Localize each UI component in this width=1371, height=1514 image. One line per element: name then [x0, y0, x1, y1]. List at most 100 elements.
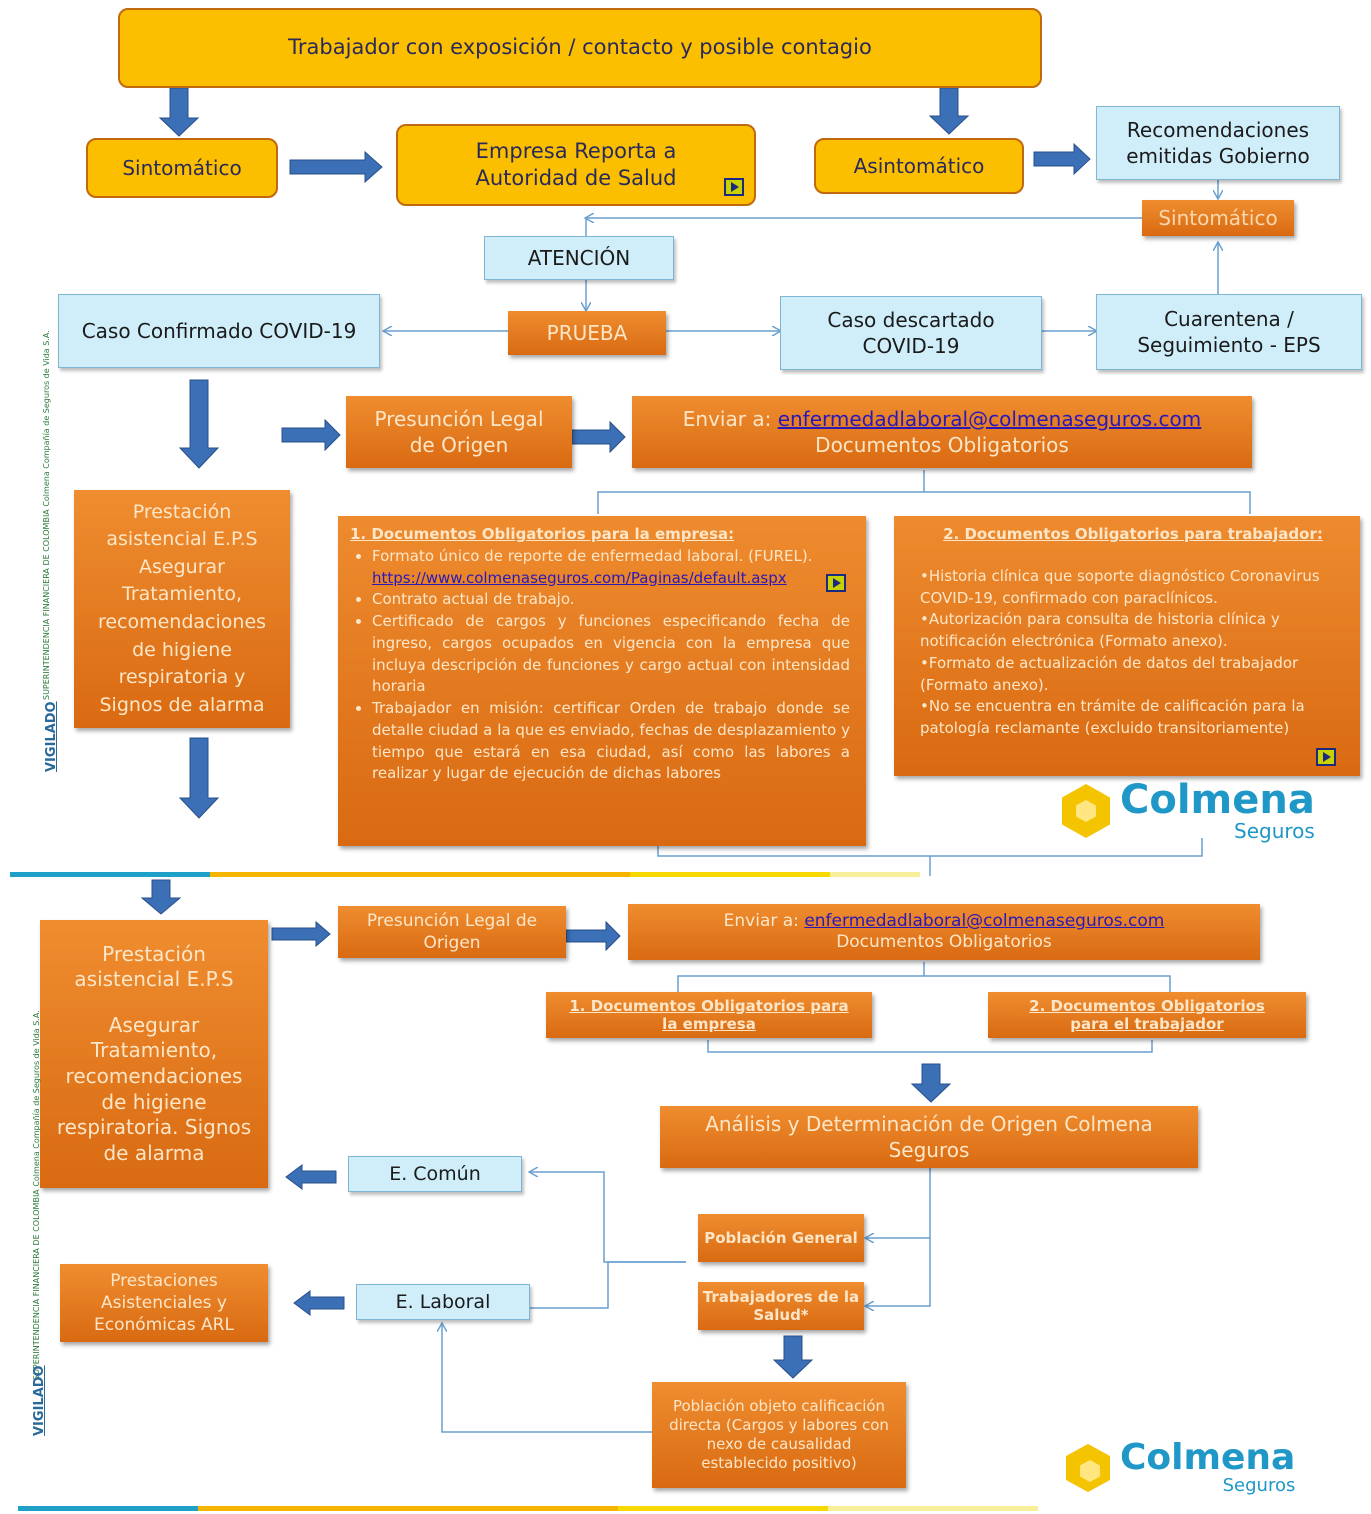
- arrow-down-icon: [928, 87, 970, 135]
- enviar-bottom-node: Enviar a: enfermedadlaboral@colmenasegur…: [628, 904, 1260, 960]
- prestaciones-arl-label: Prestaciones Asistenciales y Económicas …: [94, 1270, 234, 1336]
- list-item: •Autorización para consulta de historia …: [920, 610, 1280, 650]
- arrow-down-icon: [772, 1335, 814, 1379]
- docs-empresa-bottom-label: 1. Documentos Obligatorios para la empre…: [569, 997, 849, 1033]
- empresa-reporta-node: Empresa Reporta a Autoridad de Salud: [396, 124, 756, 206]
- prestacion-node: Prestación asistencial E.P.S Asegurar Tr…: [74, 490, 290, 728]
- prueba-node: PRUEBA: [508, 311, 666, 355]
- list-item: Formato único de reporte de enfermedad l…: [372, 546, 850, 590]
- logo-name: Colmena: [1120, 777, 1315, 823]
- list-item: •Formato de actualización de datos del t…: [920, 653, 1299, 694]
- asintomatico-node: Asintomático: [814, 138, 1024, 194]
- presuncion-bottom-label: Presunción Legal de Origen: [366, 910, 538, 953]
- arrow-down-icon: [178, 737, 220, 819]
- vigilado-label-bottom: VIGILADO: [32, 1365, 47, 1436]
- cuarentena-node: Cuarentena / Seguimiento - EPS: [1096, 294, 1362, 370]
- prestacion-bottom-title: Prestación asistencial E.P.S: [74, 941, 234, 992]
- side-legal-text-bottom: SUPERINTENDENCIA FINANCIERA DE COLOMBIA …: [32, 1010, 41, 1380]
- analisis-label: Análisis y Determinación de Origen Colme…: [705, 1112, 1153, 1162]
- poblacion-objeto-label: Población objeto calificación directa (C…: [669, 1396, 889, 1473]
- trabajador-docs-panel: 2. Documentos Obligatorios para trabajad…: [894, 516, 1360, 776]
- list-item: •Historia clínica que soporte diagnóstic…: [920, 566, 1320, 607]
- prestacion-bottom-node: Prestación asistencial E.P.S Asegurar Tr…: [40, 920, 268, 1188]
- arrow-down-icon: [158, 87, 200, 137]
- poblacion-objeto-node: Población objeto calificación directa (C…: [652, 1382, 906, 1488]
- poblacion-general-node: Población General: [698, 1214, 864, 1262]
- play-link-icon[interactable]: [724, 178, 744, 196]
- play-link-icon[interactable]: [826, 574, 846, 592]
- recomendaciones-label: Recomendaciones emitidas Gobierno: [1126, 118, 1310, 168]
- colmena-logo-bottom: Colmena Seguros: [1066, 1440, 1295, 1496]
- prestaciones-arl-node: Prestaciones Asistenciales y Económicas …: [60, 1264, 268, 1342]
- empresa-reporta-label: Empresa Reporta a Autoridad de Salud: [475, 138, 677, 190]
- trabajador-docs-title: 2. Documentos Obligatorios para trabajad…: [943, 525, 1323, 543]
- play-link-icon[interactable]: [1316, 748, 1336, 766]
- trabajadores-salud-node: Trabajadores de la Salud*: [698, 1282, 864, 1330]
- empresa-docs-title: 1. Documentos Obligatorios para la empre…: [350, 525, 735, 543]
- presuncion-bottom-node: Presunción Legal de Origen: [338, 906, 566, 958]
- docs-trabajador-bottom-label: 2. Documentos Obligatorios para el traba…: [1029, 997, 1265, 1033]
- arrow-left-icon: [285, 1164, 337, 1190]
- arrow-right-icon: [289, 150, 383, 184]
- side-legal-text: SUPERINTENDENCIA FINANCIERA DE COLOMBIA …: [42, 330, 51, 700]
- enviar-prefix: Enviar a:: [682, 407, 778, 431]
- docs-trabajador-bottom-node: 2. Documentos Obligatorios para el traba…: [988, 992, 1306, 1038]
- recomendaciones-node: Recomendaciones emitidas Gobierno: [1096, 106, 1340, 180]
- sintomatico-secondary-node: Sintomático: [1142, 200, 1294, 236]
- logo-sub: Seguros: [1234, 819, 1315, 843]
- asintomatico-label: Asintomático: [853, 154, 985, 178]
- sintomatico-secondary-label: Sintomático: [1158, 206, 1278, 230]
- vigilado-label: VIGILADO: [44, 701, 59, 772]
- presuncion-node: Presunción Legal de Origen: [346, 396, 572, 468]
- arrow-right-icon: [565, 920, 621, 952]
- email-link[interactable]: enfermedadlaboral@colmenaseguros.com: [777, 407, 1202, 431]
- arrow-right-icon: [571, 420, 626, 454]
- prestacion-label: Prestación asistencial E.P.S Asegurar Tr…: [97, 500, 267, 716]
- atencion-label: ATENCIÓN: [527, 246, 631, 270]
- email-bottom-link[interactable]: enfermedadlaboral@colmenaseguros.com: [804, 910, 1165, 931]
- caso-descartado-label: Caso descartado COVID-19: [827, 308, 995, 358]
- arrow-right-icon: [1033, 142, 1091, 176]
- caso-descartado-node: Caso descartado COVID-19: [780, 296, 1042, 370]
- enviar-line: Enviar a: enfermedadlaboral@colmenasegur…: [683, 406, 1201, 432]
- arrow-right-icon: [281, 418, 341, 452]
- hexagon-logo-icon: [1066, 1444, 1110, 1492]
- sintomatico-node: Sintomático: [86, 138, 278, 198]
- presuncion-label: Presunción Legal de Origen: [374, 407, 544, 457]
- arrow-right-icon: [271, 920, 331, 948]
- arrow-down-icon: [140, 879, 182, 915]
- enviar-bottom-prefix: Enviar a:: [723, 910, 805, 931]
- colmena-logo: Colmena Seguros: [1062, 780, 1315, 842]
- logo-name-bottom: Colmena: [1120, 1437, 1296, 1478]
- e-laboral-label: E. Laboral: [395, 1290, 491, 1313]
- cuarentena-label: Cuarentena / Seguimiento - EPS: [1137, 307, 1321, 357]
- prestacion-bottom-body: Asegurar Tratamiento, recomendaciones de…: [56, 1012, 252, 1165]
- logo-sub-bottom: Seguros: [1222, 1475, 1296, 1496]
- empresa-docs-panel: 1. Documentos Obligatorios para la empre…: [338, 516, 866, 846]
- arrow-down-icon: [910, 1063, 952, 1103]
- list-item: Certificado de cargos y funciones especi…: [372, 611, 850, 698]
- e-laboral-node: E. Laboral: [356, 1284, 530, 1320]
- empresa-docs-list: Formato único de reporte de enfermedad l…: [350, 546, 850, 785]
- hexagon-logo-icon: [1062, 784, 1110, 838]
- poblacion-general-label: Población General: [704, 1229, 858, 1247]
- start-node-label: Trabajador con exposición / contacto y p…: [288, 35, 872, 60]
- arrow-left-icon: [293, 1290, 345, 1316]
- docs-obligatorios-bottom-label: Documentos Obligatorios: [836, 932, 1052, 952]
- docs-obligatorios-label: Documentos Obligatorios: [815, 433, 1069, 457]
- list-item: Contrato actual de trabajo.: [372, 589, 850, 611]
- list-item: Trabajador en misión: certificar Orden d…: [372, 698, 850, 785]
- analisis-node: Análisis y Determinación de Origen Colme…: [660, 1106, 1198, 1168]
- start-node: Trabajador con exposición / contacto y p…: [118, 8, 1042, 88]
- enviar-bottom-line: Enviar a: enfermedadlaboral@colmenasegur…: [724, 911, 1165, 932]
- sintomatico-label: Sintomático: [122, 156, 242, 180]
- arrow-down-icon: [178, 379, 220, 469]
- colmena-url-link[interactable]: https://www.colmenaseguros.com/Paginas/d…: [372, 568, 787, 587]
- atencion-node: ATENCIÓN: [484, 236, 674, 280]
- enviar-node: Enviar a: enfermedadlaboral@colmenasegur…: [632, 396, 1252, 468]
- e-comun-node: E. Común: [348, 1156, 522, 1192]
- prueba-label: PRUEBA: [546, 321, 628, 345]
- e-comun-label: E. Común: [389, 1162, 481, 1185]
- caso-confirmado-node: Caso Confirmado COVID-19: [58, 294, 380, 368]
